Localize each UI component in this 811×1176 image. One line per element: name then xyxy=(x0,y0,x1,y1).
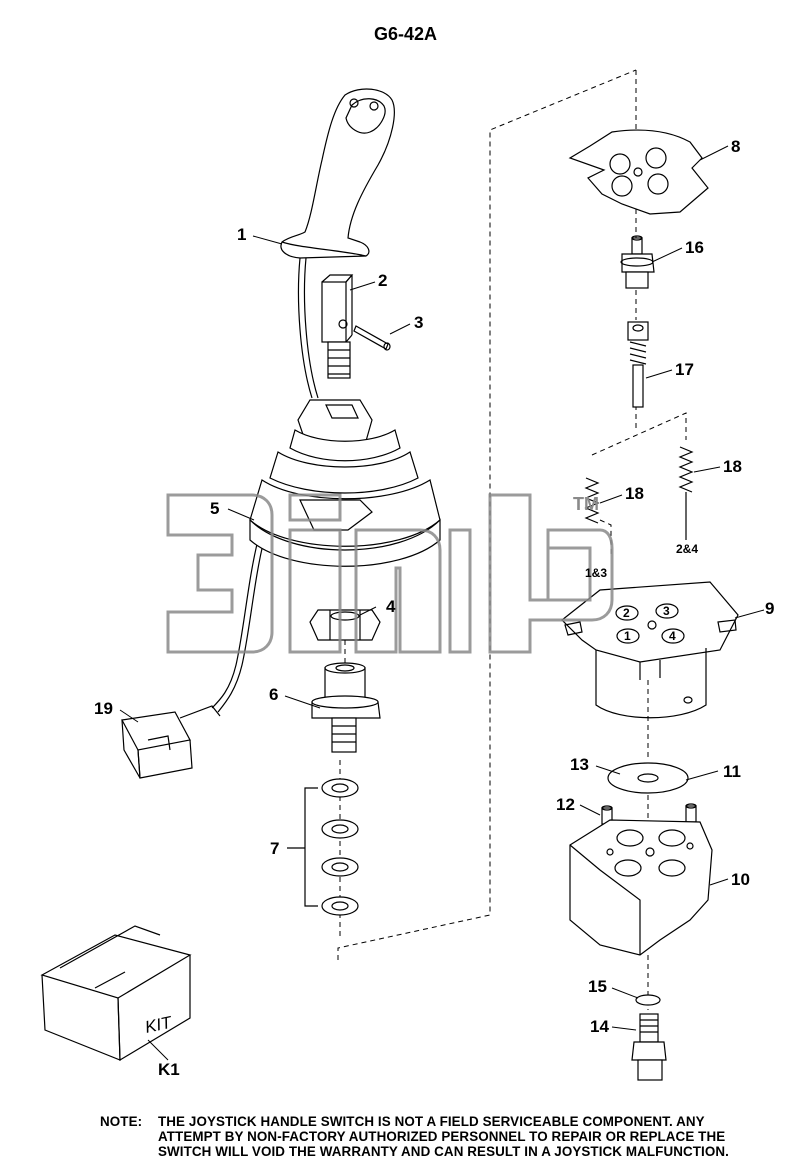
watermark-trademark: TM xyxy=(573,494,599,514)
callout-2: 2 xyxy=(378,271,387,290)
seal-part-11 xyxy=(607,762,689,794)
callout-18-right: 18 xyxy=(723,457,742,476)
callout-11: 11 xyxy=(723,762,741,781)
callout-14: 14 xyxy=(590,1017,609,1036)
note-label: NOTE: xyxy=(100,1114,143,1129)
spring-label-2-and-4: 2&4 xyxy=(676,542,698,556)
callout-k1: K1 xyxy=(158,1060,180,1079)
callout-9: 9 xyxy=(765,599,774,618)
spring-part-18-left xyxy=(584,477,600,524)
kit-box xyxy=(40,925,192,1062)
note-line: SWITCH WILL VOID THE WARRANTY AND CAN RE… xyxy=(158,1144,729,1159)
callout-10: 10 xyxy=(731,870,750,889)
port-number-1: 1 xyxy=(624,629,631,643)
callout-7: 7 xyxy=(270,839,279,858)
callout-8: 8 xyxy=(731,137,740,156)
port-number-4: 4 xyxy=(669,629,676,643)
callout-5: 5 xyxy=(210,499,219,518)
plate-part-8 xyxy=(568,129,709,215)
adapter-part-6 xyxy=(311,662,381,753)
callout-15: 15 xyxy=(588,977,607,996)
callout-13: 13 xyxy=(570,755,589,774)
joystick-handle xyxy=(280,88,395,259)
callout-17: 17 xyxy=(675,360,694,379)
callout-12: 12 xyxy=(556,795,575,814)
callout-3: 3 xyxy=(414,313,423,332)
valve-body-part-9 xyxy=(561,581,739,719)
plunger-part-17 xyxy=(627,321,649,408)
kit-box-label: KIT xyxy=(143,1013,174,1037)
callout-19: 19 xyxy=(94,699,113,718)
leader-lines xyxy=(119,145,765,1061)
connector-part-19 xyxy=(121,705,221,779)
callout-6: 6 xyxy=(269,685,278,704)
note-text: THE JOYSTICK HANDLE SWITCH IS NOT A FIEL… xyxy=(158,1114,808,1159)
o-ring-part-15 xyxy=(635,994,661,1006)
washers-part-7 xyxy=(287,778,359,916)
note-line: THE JOYSTICK HANDLE SWITCH IS NOT A FIEL… xyxy=(158,1114,705,1129)
watermark-logo xyxy=(166,493,614,654)
pin-part-3 xyxy=(353,325,391,351)
callout-18-left: 18 xyxy=(625,484,644,503)
port-number-3: 3 xyxy=(663,604,670,618)
diagram-title: G6-42A xyxy=(373,24,438,44)
shaft-part-2 xyxy=(321,274,354,379)
fitting-part-14 xyxy=(631,1013,667,1081)
spring-part-18-right xyxy=(678,446,694,540)
callout-16: 16 xyxy=(685,238,704,257)
callout-4: 4 xyxy=(386,597,396,616)
port-number-2: 2 xyxy=(623,606,630,620)
callout-1: 1 xyxy=(237,225,246,244)
note-line: ATTEMPT BY NON-FACTORY AUTHORIZED PERSON… xyxy=(158,1129,726,1144)
base-part-10 xyxy=(569,819,713,956)
handle-wire-cable xyxy=(211,257,319,713)
nut-part-4 xyxy=(309,609,381,641)
spring-label-1-and-3: 1&3 xyxy=(585,566,607,580)
plunger-part-16 xyxy=(620,235,655,289)
rubber-boot-part-5 xyxy=(249,399,441,567)
